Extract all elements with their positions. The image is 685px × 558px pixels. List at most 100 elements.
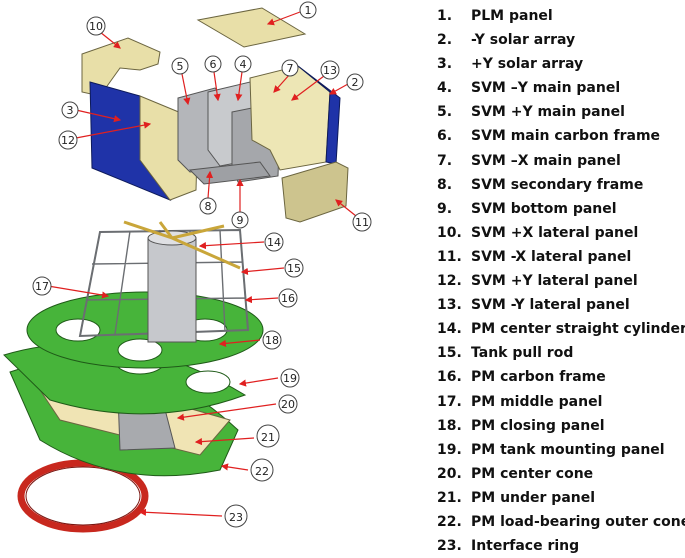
svg-text:1: 1 [305, 4, 312, 17]
legend-label: PM closing panel [471, 417, 605, 434]
legend-item: 4. SVM –Y main panel [437, 76, 685, 100]
legend-number: 20. [437, 465, 462, 482]
legend-number: 19. [437, 441, 462, 458]
legend-item: 19. PM tank mounting panel [437, 438, 685, 462]
legend-number: 5. [437, 104, 453, 121]
svg-text:13: 13 [323, 64, 337, 77]
svg-text:11: 11 [355, 216, 369, 229]
callout-9: 9 [231, 211, 249, 229]
legend-label: PLM panel [471, 8, 553, 24]
callout-7: 7 [281, 59, 299, 77]
legend-item: 7. SVM –X main panel [437, 149, 685, 173]
legend-label: -Y solar array [471, 32, 576, 49]
legend-label: PM center straight cylinder [471, 321, 685, 338]
callout-23: 23 [224, 504, 248, 528]
callout-18: 18 [262, 330, 282, 350]
legend-label: SVM -Y lateral panel [471, 297, 630, 314]
callouts: 1 2 3 4 5 6 7 8 9 10 11 12 13 14 15 16 1… [32, 1, 372, 528]
svg-text:23: 23 [229, 511, 243, 524]
callout-17: 17 [32, 276, 52, 296]
callout-16: 16 [278, 288, 298, 308]
legend-item: 6.SVM main carbon frame [437, 124, 685, 148]
legend-label: PM tank mounting panel [471, 441, 665, 458]
legend-label: SVM -X lateral panel [471, 248, 632, 265]
legend-number: 9. [437, 200, 453, 217]
svg-text:12: 12 [61, 134, 75, 147]
callout-10: 10 [86, 16, 106, 36]
legend-label: SVM secondary frame [471, 176, 644, 193]
callout-21: 21 [256, 424, 280, 448]
svg-text:2: 2 [352, 76, 359, 89]
legend-number: 14. [437, 321, 462, 338]
svg-text:14: 14 [267, 236, 281, 249]
legend-label: PM carbon frame [471, 369, 606, 386]
legend-number: 15. [437, 345, 462, 362]
interface-ring [17, 459, 149, 533]
legend-number: 8. [437, 176, 453, 193]
legend-number: 4. [437, 80, 453, 97]
callout-13: 13 [320, 60, 340, 80]
callout-14: 14 [264, 232, 284, 252]
legend-item: 5.SVM +Y main panel [437, 100, 685, 124]
legend-item: 10.SVM +X lateral panel [437, 221, 685, 245]
svg-text:6: 6 [210, 58, 217, 71]
legend-item: 18. PM closing panel [437, 414, 685, 438]
legend-number: 2. [437, 32, 453, 49]
svg-text:10: 10 [89, 20, 103, 33]
legend-label: Interface ring [471, 538, 580, 555]
legend-number: 13. [437, 297, 462, 314]
svg-text:8: 8 [205, 200, 212, 213]
svg-text:3: 3 [67, 104, 74, 117]
legend-item: 13. SVM -Y lateral panel [437, 293, 685, 317]
legend-label: PM load-bearing outer cone [471, 513, 685, 530]
legend-item: 22. PM load-bearing outer cone [437, 510, 685, 534]
legend-number: 6. [437, 128, 453, 145]
legend-label: SVM bottom panel [471, 200, 617, 217]
legend-number: 1. [437, 8, 453, 24]
callout-22: 22 [250, 458, 274, 482]
legend-label: SVM +Y lateral panel [471, 273, 638, 290]
callout-4: 4 [234, 55, 252, 73]
svg-text:17: 17 [35, 280, 49, 293]
exploded-view-diagram: 1 2 3 4 5 6 7 8 9 10 11 12 13 14 15 16 1… [3, 1, 372, 533]
legend-item: 20.PM center cone [437, 462, 685, 486]
callout-6: 6 [204, 55, 222, 73]
pm-center-straight-cylinder [147, 237, 197, 343]
callout-19: 19 [280, 368, 300, 388]
legend-item: 9. SVM bottom panel [437, 197, 685, 221]
legend-item: 8. SVM secondary frame [437, 173, 685, 197]
component-legend: 1. PLM panel 2. -Y solar array 3. +Y solar … [437, 4, 685, 554]
legend-label: PM under panel [471, 489, 596, 506]
legend-number: 3. [437, 56, 453, 73]
legend-label: +Y solar array [471, 56, 584, 73]
svg-text:15: 15 [287, 262, 301, 275]
legend-number: 18. [437, 417, 462, 434]
legend-number: 17. [437, 393, 462, 410]
plm-panel [196, 7, 307, 48]
callout-20: 20 [278, 394, 298, 414]
legend-item: 23. Interface ring [437, 534, 685, 558]
legend-item: 11. SVM -X lateral panel [437, 245, 685, 269]
legend-number: 22. [437, 513, 462, 530]
legend-item: 15.Tank pull rod [437, 341, 685, 365]
callout-2: 2 [346, 73, 364, 91]
legend-item: 21.PM under panel [437, 486, 685, 510]
leader-lines [47, 11, 357, 517]
legend-item: 1. PLM panel [437, 4, 685, 28]
legend-number: 11. [437, 248, 462, 265]
svg-text:20: 20 [281, 398, 295, 411]
svg-text:9: 9 [237, 214, 244, 227]
svg-text:22: 22 [255, 465, 269, 478]
svg-text:7: 7 [287, 62, 294, 75]
legend-number: 23. [437, 538, 462, 555]
svg-text:16: 16 [281, 292, 295, 305]
legend-item: 3. +Y solar array [437, 52, 685, 76]
legend-item: 2. -Y solar array [437, 28, 685, 52]
tank-pull-rod [123, 220, 241, 270]
callout-15: 15 [284, 258, 304, 278]
legend-number: 7. [437, 152, 453, 169]
callout-1: 1 [299, 1, 317, 19]
svg-text:4: 4 [240, 58, 247, 71]
legend-label: SVM –X main panel [471, 152, 621, 169]
legend-label: SVM –Y main panel [471, 80, 621, 97]
